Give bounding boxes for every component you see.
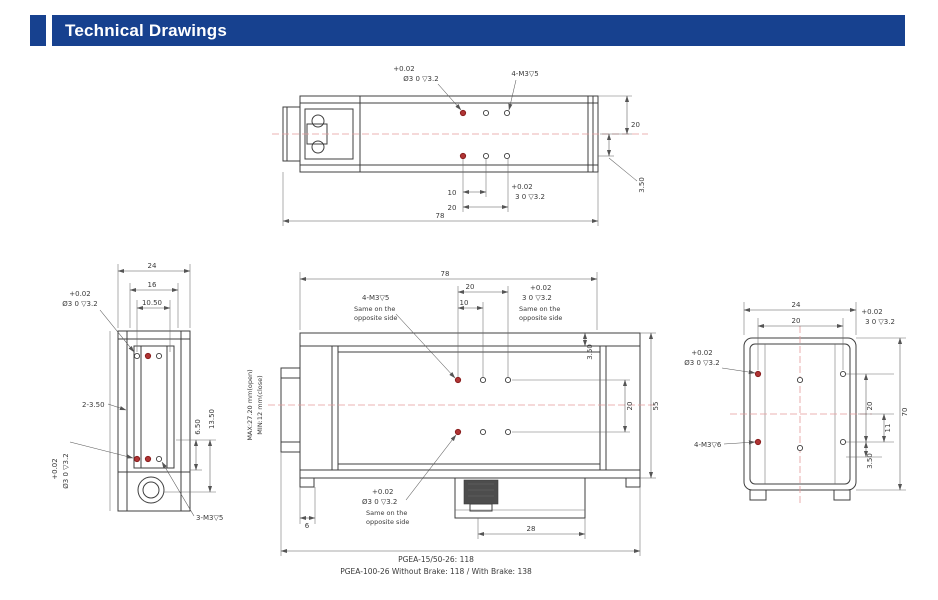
footer-dimension-text: PGEA-15/50-26: 118 PGEA-100-26 Without B… [340, 555, 532, 576]
front-tap-note: 4-M3▽5 [362, 294, 389, 302]
top-view-dimensions: +0.02 Ø3 0 ▽3.2 4-M3▽5 20 3.50 10 20 +0.… [282, 65, 646, 226]
right-dim-24: 24 [792, 301, 801, 309]
top-dim-20b: 20 [448, 204, 457, 212]
left-tap-note: 3-M3▽5 [196, 514, 223, 522]
front-offset-tolerance: +0.02 [530, 284, 551, 292]
right-hole-tolerance: +0.02 [691, 349, 712, 357]
right-view-holes [754, 370, 847, 452]
left-view: 24 16 10.50 +0.02 Ø3 0 ▽3.2 2-3.50 6.50 … [51, 262, 223, 522]
front-view-holes [454, 376, 512, 436]
left-dim-6-50: 6.50 [194, 419, 202, 435]
top-dim-3-50: 3.50 [638, 177, 646, 193]
left-view-holes [133, 352, 163, 463]
front-offset-same-1: Same on the [519, 305, 560, 313]
right-tap-note: 4-M3▽6 [694, 441, 722, 449]
right-dim-11: 11 [884, 424, 892, 433]
top-dim-10: 10 [448, 189, 457, 197]
top-dim-78: 78 [436, 212, 445, 220]
right-dim-20: 20 [792, 317, 801, 325]
top-view: +0.02 Ø3 0 ▽3.2 4-M3▽5 20 3.50 10 20 +0.… [272, 65, 648, 226]
front-tap-same-1: Same on the [354, 305, 395, 313]
left-hole-note: Ø3 0 ▽3.2 [62, 300, 97, 308]
right-dim-3-50: 3.50 [866, 453, 874, 469]
left-view-dimensions: 24 16 10.50 +0.02 Ø3 0 ▽3.2 2-3.50 6.50 … [51, 262, 223, 522]
front-stroke-max: MAX:27.20 mm(open) [246, 369, 254, 440]
right-view-dimensions: 24 20 +0.02 3 0 ▽3.2 +0.02 Ø3 0 ▽3.2 4-M… [684, 301, 909, 491]
right-dim-20-right: 20 [866, 402, 874, 411]
left-dim-13-50: 13.50 [208, 409, 216, 429]
top-tap-note: 4-M3▽5 [511, 70, 538, 78]
front-dim-6: 6 [305, 522, 310, 530]
banner-bar: Technical Drawings [52, 15, 905, 46]
right-offset-tolerance: +0.02 [861, 308, 882, 316]
left-side-tolerance: +0.02 [51, 458, 59, 479]
front-dim-55: 55 [652, 402, 660, 411]
left-slot-note: 2-3.50 [82, 401, 105, 409]
front-view-dimensions: 78 20 10 +0.02 3 0 ▽3.2 Same on the oppo… [246, 270, 660, 556]
left-view-linework [109, 330, 191, 512]
front-hole-same-1: Same on the [366, 509, 407, 517]
right-offset-note: 3 0 ▽3.2 [865, 318, 895, 326]
page-title: Technical Drawings [65, 20, 227, 40]
front-dim-10: 10 [460, 299, 469, 307]
top-view-holes [459, 109, 511, 160]
left-dim-16: 16 [148, 281, 157, 289]
front-hole-tolerance: +0.02 [372, 488, 393, 496]
header-banner: Technical Drawings [30, 15, 905, 46]
front-offset-note: 3 0 ▽3.2 [522, 294, 552, 302]
top-offset-tolerance: +0.02 [511, 183, 532, 191]
footer-line-2: PGEA-100-26 Without Brake: 118 / With Br… [340, 567, 532, 576]
front-view: 78 20 10 +0.02 3 0 ▽3.2 Same on the oppo… [246, 270, 660, 556]
front-dim-3-50: 3.50 [586, 344, 594, 360]
top-offset-note: 3 0 ▽3.2 [515, 193, 545, 201]
front-dim-28: 28 [527, 525, 536, 533]
footer-line-1: PGEA-15/50-26: 118 [398, 555, 474, 564]
right-dim-70: 70 [901, 408, 909, 417]
top-view-linework [282, 95, 599, 173]
right-hole-note: Ø3 0 ▽3.2 [684, 359, 719, 367]
top-hole-note: Ø3 0 ▽3.2 [403, 75, 438, 83]
front-stroke-min: MIN:12 mm(close) [256, 375, 264, 434]
left-dim-10-50: 10.50 [142, 299, 162, 307]
banner-accent-square [30, 15, 46, 46]
front-tap-same-2: opposite side [354, 314, 397, 322]
top-hole-tolerance: +0.02 [393, 65, 414, 73]
front-hole-note: Ø3 0 ▽3.2 [362, 498, 397, 506]
front-dim-20: 20 [466, 283, 475, 291]
front-dim-20-right: 20 [626, 402, 634, 411]
front-offset-same-2: opposite side [519, 314, 562, 322]
front-dim-78: 78 [441, 270, 450, 278]
front-hole-same-2: opposite side [366, 518, 409, 526]
left-hole-tolerance: +0.02 [69, 290, 90, 298]
left-side-note: Ø3 0 ▽3.2 [62, 453, 70, 488]
left-dim-24: 24 [148, 262, 157, 270]
top-dim-20: 20 [631, 121, 640, 129]
right-view: 24 20 +0.02 3 0 ▽3.2 +0.02 Ø3 0 ▽3.2 4-M… [684, 301, 909, 504]
